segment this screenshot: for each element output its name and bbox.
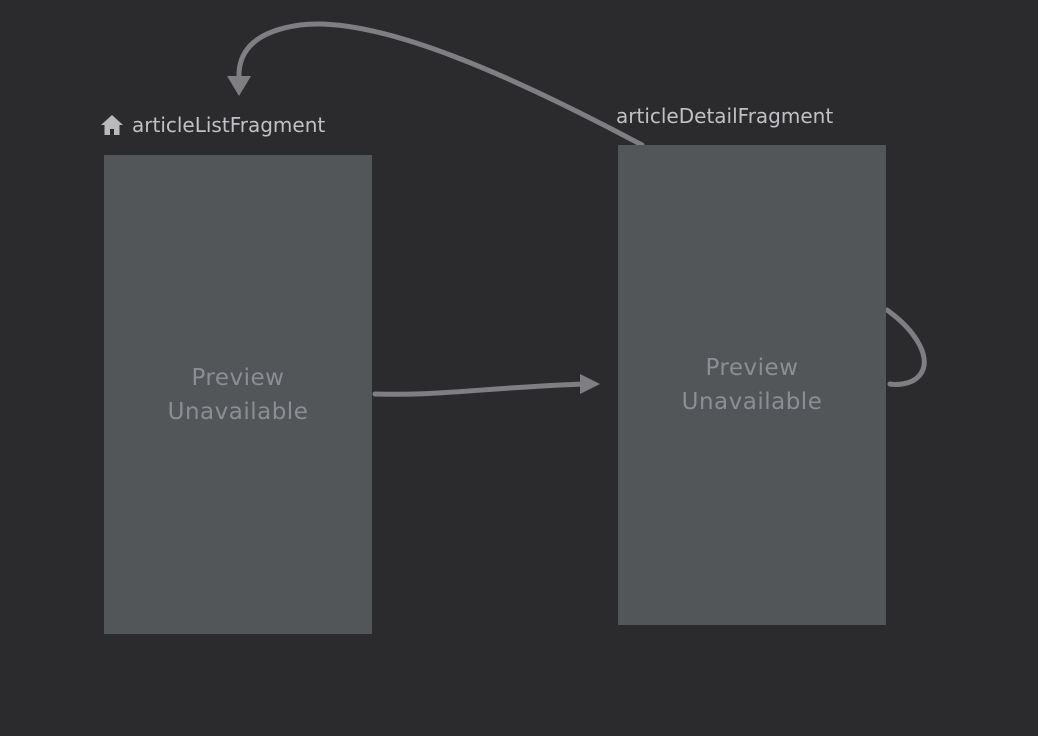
destination-title-article-list: articleListFragment bbox=[100, 113, 325, 137]
preview-unavailable-text: Preview Unavailable bbox=[681, 355, 823, 415]
destination-article-detail-fragment[interactable]: Preview Unavailable bbox=[618, 145, 886, 625]
destination-article-list-fragment[interactable]: Preview Unavailable bbox=[104, 155, 372, 634]
destination-title-article-detail: articleDetailFragment bbox=[616, 104, 833, 128]
destination-label: articleListFragment bbox=[132, 113, 326, 137]
home-icon bbox=[101, 115, 123, 135]
action-detail-self-loop[interactable] bbox=[884, 307, 927, 387]
action-list-to-detail[interactable] bbox=[372, 381, 587, 397]
action-detail-to-list-arrowhead bbox=[227, 76, 251, 96]
destination-label: articleDetailFragment bbox=[616, 104, 834, 128]
action-list-to-detail-arrowhead bbox=[580, 374, 600, 394]
preview-unavailable-text: Preview Unavailable bbox=[167, 364, 309, 425]
